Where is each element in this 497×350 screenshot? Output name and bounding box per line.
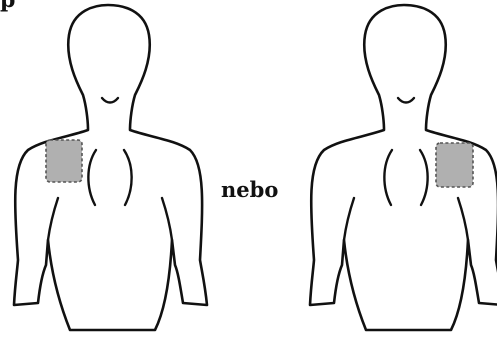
divider-word: nebo	[221, 178, 278, 202]
back-figure-right	[310, 5, 497, 330]
shaded-patch-left	[46, 140, 82, 182]
shaded-patch-right	[436, 143, 473, 187]
top-mark-text: p	[0, 0, 15, 11]
back-figure-left	[14, 5, 207, 330]
